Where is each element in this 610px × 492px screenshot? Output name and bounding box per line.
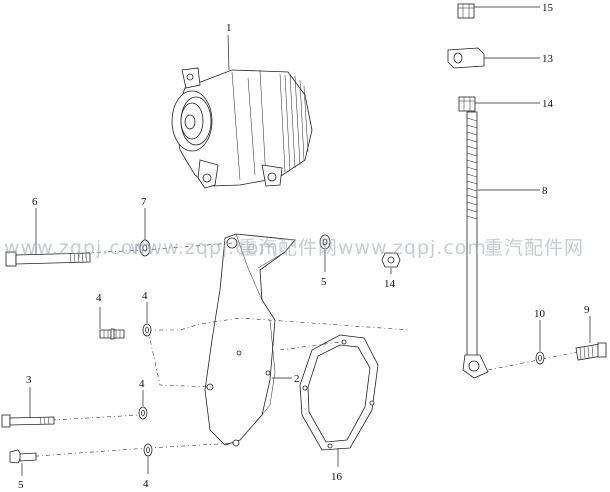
callout-1: 1 <box>226 22 232 34</box>
bolt-right <box>575 342 607 361</box>
watermark-name-right: 重汽配件网 <box>484 237 584 259</box>
watermark-name-left: 重汽配件网 <box>238 237 338 259</box>
trunnion-block <box>447 47 485 69</box>
bolt-5 <box>9 449 37 464</box>
callout-3: 3 <box>26 374 32 386</box>
watermark: www.zqpj.com www.zqpj.com 重汽配件网 www.zqpj… <box>4 237 584 259</box>
callout-10: 8 <box>542 185 548 197</box>
callout-8: 6 <box>32 196 38 208</box>
callout-4-upper: 4 <box>142 290 148 302</box>
callout-4-middle: 4 <box>139 378 145 390</box>
callout-14-lower: 14 <box>542 98 554 110</box>
callout-15: 14 <box>384 278 396 290</box>
callout-9: 7 <box>141 196 147 208</box>
callout-12: 10 <box>534 308 546 320</box>
callout-5: 5 <box>18 479 24 491</box>
watermark-url-left: www.zqpj.com <box>4 237 153 259</box>
gasket <box>299 334 379 451</box>
callout-4-lower: 4 <box>143 478 149 490</box>
adjusting-rod <box>462 111 489 379</box>
washer-4-middle <box>138 406 148 420</box>
stud <box>99 328 125 340</box>
callout-11: 9 <box>584 304 590 316</box>
mounting-bracket <box>204 233 296 447</box>
callout-14-top: 15 <box>542 2 554 14</box>
callout-16: 16 <box>331 471 343 483</box>
callout-13: 13 <box>542 53 554 65</box>
washer-4-upper <box>142 323 152 337</box>
watermark-url-middle: www.zqpj.com <box>130 237 279 259</box>
callout-2: 2 <box>294 373 300 385</box>
long-bolt <box>5 251 91 267</box>
washer-9 <box>139 239 151 257</box>
watermark-url-right: www.zqpj.com <box>338 237 487 259</box>
nut-lower <box>458 96 476 112</box>
washer-right <box>535 351 545 365</box>
washer-4-lower <box>143 443 153 457</box>
washer-7 <box>319 234 331 250</box>
alternator <box>171 34 313 189</box>
callout-6: 4 <box>96 292 102 304</box>
nut-top <box>457 3 475 19</box>
callout-7: 5 <box>321 276 327 288</box>
bolt-3 <box>1 414 55 428</box>
nut-15 <box>381 252 401 268</box>
